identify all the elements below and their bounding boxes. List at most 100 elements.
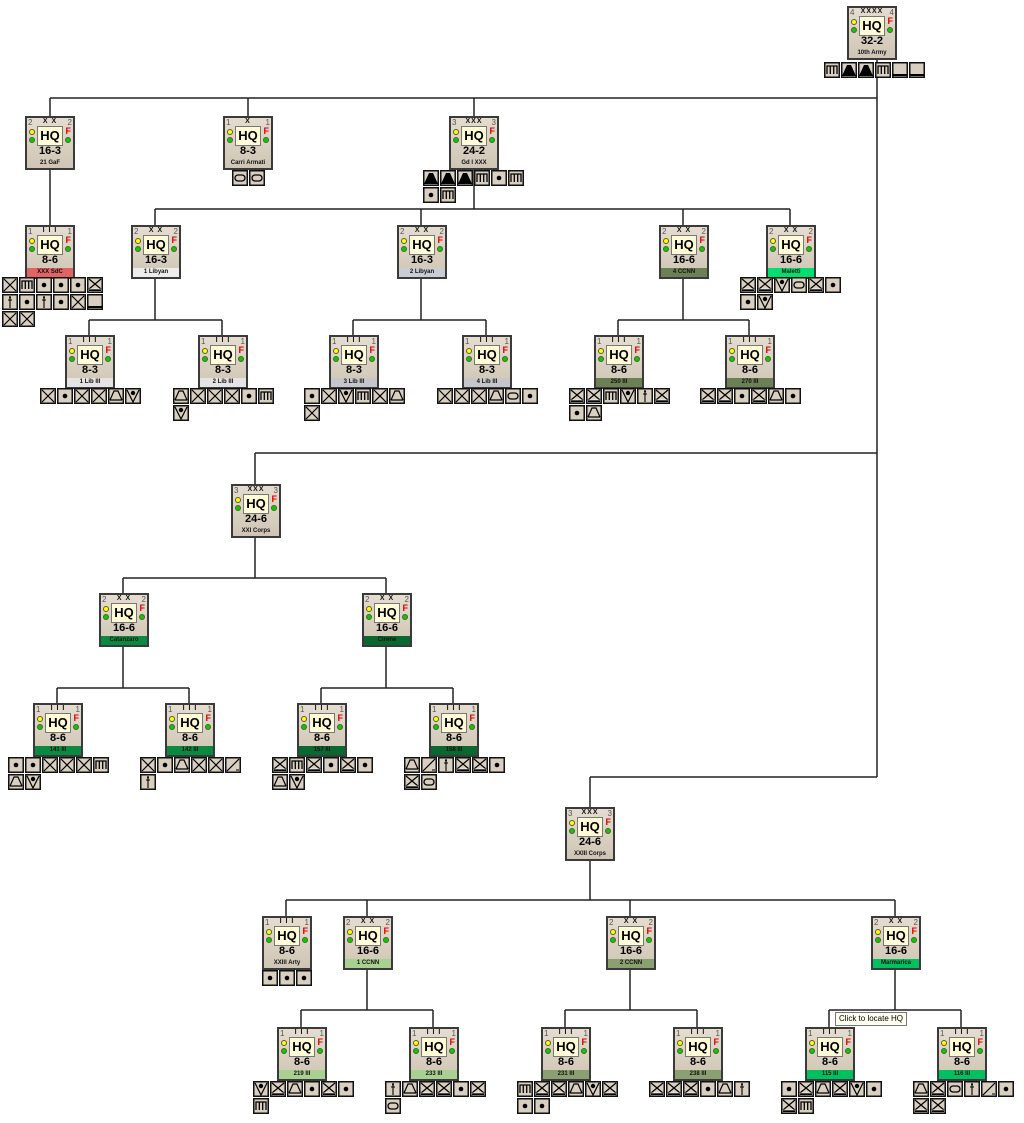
headquarters-unit-icon[interactable] [637, 388, 653, 404]
artillery-unit-icon[interactable] [998, 1081, 1014, 1097]
infantry-unit-icon[interactable] [42, 757, 58, 773]
anti-aircraft-unit-icon[interactable] [858, 62, 874, 78]
armor-unit-icon[interactable] [421, 774, 437, 790]
artillery-unit-icon[interactable] [36, 277, 52, 293]
artillery-unit-icon[interactable] [866, 1081, 882, 1097]
motorized-unit-icon[interactable] [402, 1081, 418, 1097]
engineer-unit-icon[interactable] [258, 388, 274, 404]
anti-tank-unit-icon[interactable] [757, 294, 773, 310]
motorized-unit-icon[interactable] [174, 757, 190, 773]
motorized-unit-icon[interactable] [768, 388, 784, 404]
motorized-infantry-unit-icon[interactable] [700, 388, 716, 404]
armor-unit-icon[interactable] [385, 1098, 401, 1114]
motorized-infantry-unit-icon[interactable] [321, 1081, 337, 1097]
artillery-unit-icon[interactable] [57, 388, 73, 404]
anti-aircraft-unit-icon[interactable] [841, 62, 857, 78]
infantry-unit-icon[interactable] [59, 757, 75, 773]
motorized-infantry-unit-icon[interactable] [666, 1081, 682, 1097]
motorized-infantry-unit-icon[interactable] [751, 388, 767, 404]
motorized-infantry-unit-icon[interactable] [551, 1081, 567, 1097]
engineer-unit-icon[interactable] [798, 1098, 814, 1114]
motorized-infantry-unit-icon[interactable] [404, 774, 420, 790]
motorized-infantry-unit-icon[interactable] [798, 1081, 814, 1097]
artillery-unit-icon[interactable] [569, 405, 585, 421]
headquarters-unit-icon[interactable] [734, 1081, 750, 1097]
infantry-unit-icon[interactable] [76, 757, 92, 773]
motorized-unit-icon[interactable] [8, 774, 24, 790]
motorized-infantry-unit-icon[interactable] [472, 757, 488, 773]
infantry-unit-icon[interactable] [304, 405, 320, 421]
motorized-unit-icon[interactable] [108, 388, 124, 404]
artillery-unit-icon[interactable] [423, 187, 439, 203]
infantry-unit-icon[interactable] [91, 388, 107, 404]
armor-unit-icon[interactable] [947, 1081, 963, 1097]
artillery-unit-icon[interactable] [517, 1098, 533, 1114]
engineer-unit-icon[interactable] [508, 170, 524, 186]
infantry-unit-icon[interactable] [2, 277, 18, 293]
motorized-unit-icon[interactable] [913, 1081, 929, 1097]
engineer-unit-icon[interactable] [517, 1081, 533, 1097]
motorized-unit-icon[interactable] [815, 1081, 831, 1097]
infantry-unit-icon[interactable] [454, 388, 470, 404]
artillery-unit-icon[interactable] [279, 970, 295, 986]
infantry-unit-icon[interactable] [321, 388, 337, 404]
armor-unit-icon[interactable] [232, 170, 248, 186]
headquarters-unit-icon[interactable] [140, 774, 156, 790]
motorized-infantry-unit-icon[interactable] [683, 1081, 699, 1097]
artillery-unit-icon[interactable] [53, 277, 69, 293]
anti-aircraft-unit-icon[interactable] [440, 170, 456, 186]
motorized-unit-icon[interactable] [173, 388, 189, 404]
motorized-unit-icon[interactable] [287, 1081, 303, 1097]
motorized-infantry-unit-icon[interactable] [832, 1081, 848, 1097]
armor-unit-icon[interactable] [249, 170, 265, 186]
motorized-infantry-unit-icon[interactable] [534, 1081, 550, 1097]
artillery-unit-icon[interactable] [262, 970, 278, 986]
motorized-infantry-unit-icon[interactable] [602, 1081, 618, 1097]
infantry-unit-icon[interactable] [2, 311, 18, 327]
anti-tank-unit-icon[interactable] [173, 405, 189, 421]
anti-tank-unit-icon[interactable] [253, 1081, 269, 1097]
artillery-unit-icon[interactable] [323, 757, 339, 773]
artillery-unit-icon[interactable] [825, 277, 841, 293]
engineer-unit-icon[interactable] [603, 388, 619, 404]
motorized-infantry-unit-icon[interactable] [87, 277, 103, 293]
recon-unit-icon[interactable] [421, 757, 437, 773]
infantry-unit-icon[interactable] [191, 757, 207, 773]
engineer-unit-icon[interactable] [474, 170, 490, 186]
motorized-infantry-unit-icon[interactable] [470, 1081, 486, 1097]
artillery-unit-icon[interactable] [25, 757, 41, 773]
headquarters-unit-icon[interactable] [36, 294, 52, 310]
motorized-infantry-unit-icon[interactable] [569, 388, 585, 404]
blank-unit-icon[interactable] [909, 62, 925, 78]
artillery-unit-icon[interactable] [781, 1081, 797, 1097]
motorized-infantry-unit-icon[interactable] [340, 757, 356, 773]
artillery-unit-icon[interactable] [357, 757, 373, 773]
motorized-unit-icon[interactable] [488, 388, 504, 404]
artillery-unit-icon[interactable] [534, 1098, 550, 1114]
artillery-unit-icon[interactable] [8, 757, 24, 773]
artillery-unit-icon[interactable] [522, 388, 538, 404]
motorized-infantry-unit-icon[interactable] [808, 277, 824, 293]
motorized-infantry-unit-icon[interactable] [740, 277, 756, 293]
headquarters-unit-icon[interactable] [438, 757, 454, 773]
headquarters-unit-icon[interactable] [964, 1081, 980, 1097]
engineer-unit-icon[interactable] [93, 757, 109, 773]
